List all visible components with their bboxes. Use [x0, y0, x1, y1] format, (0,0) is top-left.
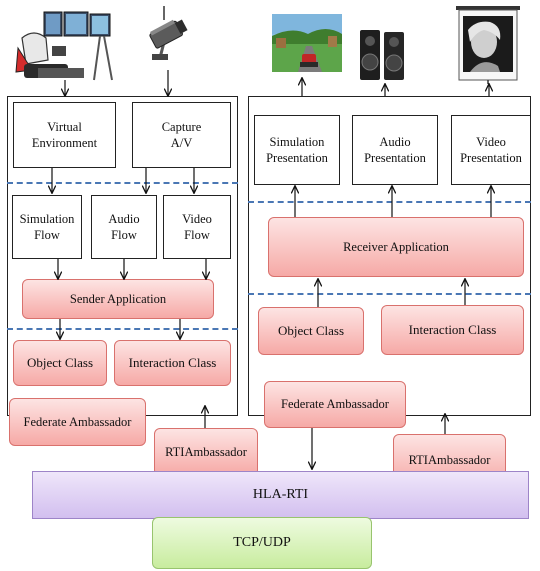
receiver-object-class-label: Object Class [277, 322, 345, 338]
sender-application-box: Sender Application [22, 279, 214, 319]
receiver-application-label: Receiver Application [343, 239, 449, 254]
tcp-udp-label: TCP/UDP [233, 535, 291, 550]
receiver-rti-ambassador-label: RTIAmbassador [408, 452, 491, 467]
virtual-environment-label-line1: Virtual [47, 119, 82, 134]
racing-game-screen-icon [272, 14, 342, 72]
sender-object-class-box: Object Class [13, 340, 107, 386]
hla-rti-label: HLA-RTI [252, 487, 309, 502]
simulation-flow-label-line2: Flow [34, 228, 60, 242]
sender-interaction-class-box: Interaction Class [114, 340, 231, 386]
projection-screen-icon [456, 6, 520, 84]
receiver-interaction-class-label: Interaction Class [408, 321, 497, 337]
simulation-presentation-label-line2: Presentation [266, 151, 328, 165]
capture-av-label-line1: Capture [161, 119, 202, 134]
video-flow-label-line2: Flow [184, 228, 210, 242]
sender-rti-ambassador-label: RTIAmbassador [165, 444, 247, 459]
audio-flow-label-line2: Flow [111, 228, 137, 242]
sender-separator-bottom [7, 328, 238, 330]
capture-av-label-line2: A/V [170, 136, 193, 150]
sender-rti-ambassador-box: RTIAmbassador [154, 428, 258, 476]
receiver-federate-ambassador-box: Federate Ambassador [264, 381, 406, 428]
sender-object-class-label: Object Class [26, 354, 94, 370]
receiver-separator-top [248, 201, 531, 203]
receiver-object-class-box: Object Class [258, 307, 364, 355]
sender-application-label: Sender Application [69, 291, 167, 306]
video-camera-icon [149, 6, 188, 60]
audio-presentation-label-line2: Presentation [364, 151, 426, 165]
receiver-interaction-class-box: Interaction Class [381, 305, 524, 355]
tcp-udp-box: TCP/UDP [152, 517, 372, 569]
video-flow-label-line1: Video [182, 211, 212, 226]
hla-rti-bar: HLA-RTI [32, 471, 529, 519]
sender-federate-ambassador-box: Federate Ambassador [9, 398, 146, 446]
flight-simulator-icon [15, 11, 113, 81]
video-presentation-label-line2: Presentation [460, 151, 522, 165]
receiver-federate-ambassador-label: Federate Ambassador [281, 397, 389, 412]
speakers-icon [360, 30, 404, 80]
simulation-presentation-label-line1: Simulation [269, 134, 325, 149]
sender-federate-ambassador-label: Federate Ambassador [23, 414, 132, 429]
sender-interaction-class-label: Interaction Class [128, 354, 217, 370]
receiver-separator-bottom [248, 293, 531, 295]
audio-presentation-label-line1: Audio [379, 134, 411, 149]
virtual-environment-label-line2: Environment [31, 136, 98, 150]
video-presentation-label-line1: Video [476, 134, 506, 149]
simulation-flow-label-line1: Simulation [19, 211, 75, 226]
sender-separator-top [7, 182, 238, 184]
receiver-application-box: Receiver Application [268, 217, 524, 277]
audio-flow-label-line1: Audio [108, 211, 140, 226]
